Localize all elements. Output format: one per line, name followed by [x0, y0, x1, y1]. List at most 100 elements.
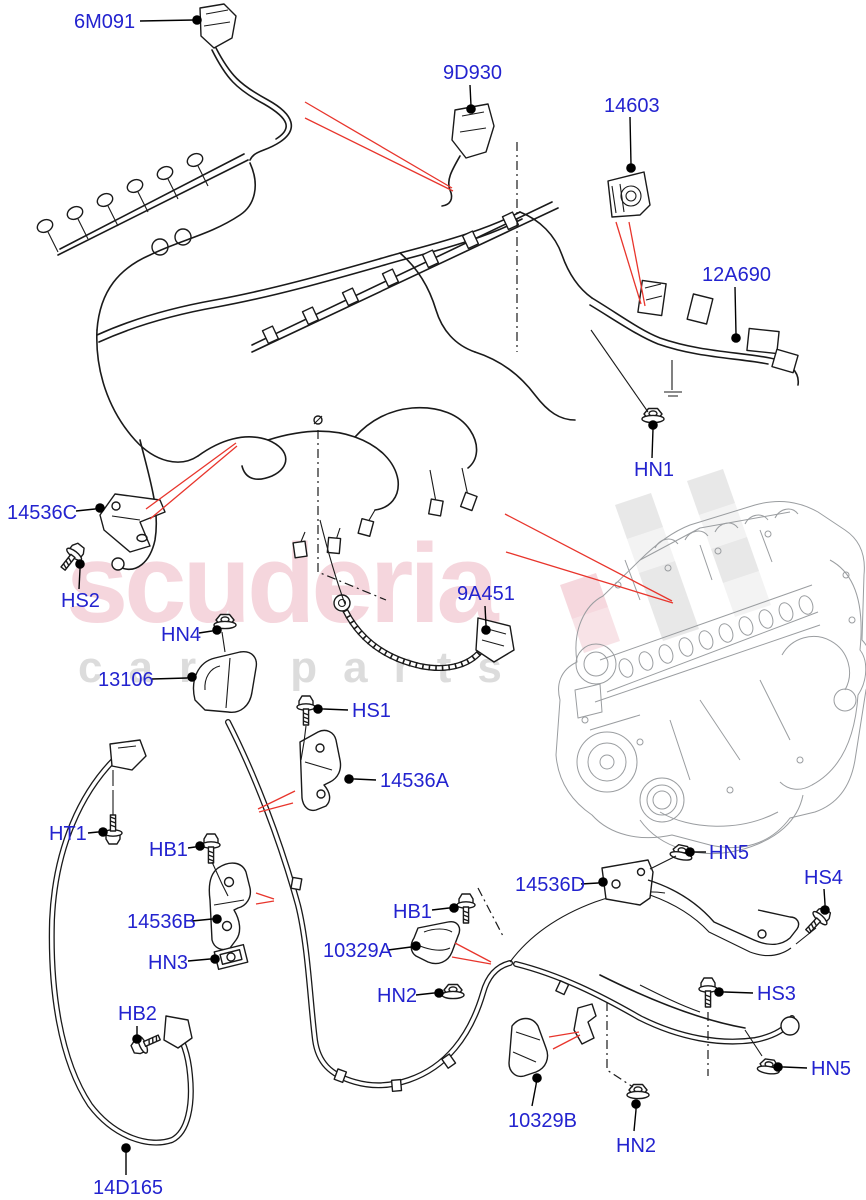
leader-line — [629, 116, 632, 165]
part-label-HN2-mid[interactable]: HN2 — [377, 985, 417, 1007]
leader-dot-HN4 — [212, 625, 222, 635]
hb2-clamp — [163, 1015, 193, 1049]
14536C-bracket — [99, 493, 166, 553]
part-label-14536C[interactable]: 14536C — [7, 502, 77, 524]
part-label-HS4[interactable]: HS4 — [804, 867, 843, 889]
part-label-HN4[interactable]: HN4 — [161, 624, 201, 646]
leader-line — [323, 708, 349, 711]
leader-dot-14D165 — [121, 1143, 131, 1153]
HB1-left-bolt — [201, 833, 221, 864]
watermark: scuderia car parts — [66, 469, 771, 692]
battery-cables-drawing — [48, 631, 800, 1146]
leader-line — [783, 1066, 808, 1069]
pointer-line — [628, 221, 646, 307]
leader-dot-14603 — [626, 163, 636, 173]
leader-dot-HS2 — [75, 559, 85, 569]
part-label-14603[interactable]: 14603 — [604, 95, 660, 117]
red-pointer-lines — [145, 101, 674, 1050]
part-label-HT1[interactable]: HT1 — [49, 823, 87, 845]
reference-dash-lines — [317, 142, 709, 1088]
pointer-line — [258, 802, 294, 813]
leader-line — [734, 286, 737, 335]
leader-line — [187, 958, 211, 962]
leader-dot-14536C — [95, 503, 105, 513]
leader-line — [75, 508, 96, 512]
leader-dot-12A690 — [731, 333, 741, 343]
part-label-HS3[interactable]: HS3 — [757, 983, 796, 1005]
part-label-9A451[interactable]: 9A451 — [457, 583, 515, 605]
pointer-line — [304, 101, 453, 189]
leader-dot-HN5-bottom — [773, 1062, 783, 1072]
pointer-line — [615, 221, 642, 305]
part-label-HN5-bottom[interactable]: HN5 — [811, 1058, 851, 1080]
leader-line — [198, 630, 213, 634]
part-label-14536D[interactable]: 14536D — [515, 874, 585, 896]
part-label-10329A[interactable]: 10329A — [323, 940, 393, 962]
leader-line — [633, 1109, 637, 1132]
leader-line — [823, 888, 826, 905]
leader-line — [139, 19, 195, 22]
part-label-HS1[interactable]: HS1 — [352, 700, 391, 722]
part-label-6M091[interactable]: 6M091 — [74, 11, 135, 33]
part-label-14D165[interactable]: 14D165 — [93, 1177, 163, 1199]
part-label-HB1-left[interactable]: HB1 — [149, 839, 188, 861]
6M091-connector — [199, 3, 237, 49]
9D930-connector — [441, 103, 495, 207]
leader-dot-HN2-mid — [434, 988, 444, 998]
part-label-HB2[interactable]: HB2 — [118, 1003, 157, 1025]
leader-dot-HN5-top — [685, 847, 695, 857]
leader-line — [651, 428, 654, 459]
part-label-14536B[interactable]: 14536B — [127, 911, 196, 933]
part-label-10329B[interactable]: 10329B — [508, 1110, 577, 1132]
HN2-mid-nut — [441, 983, 465, 1000]
leader-dot-HS4 — [820, 905, 830, 915]
leader-dot-14536D — [598, 877, 608, 887]
leader-dot-9A451 — [481, 625, 491, 635]
checkered-flag-watermark — [560, 469, 771, 653]
leader-dot-9D930 — [466, 104, 476, 114]
12A690-harness-drawing — [637, 279, 799, 397]
pointer-line — [257, 790, 296, 810]
part-label-HN2-bottom[interactable]: HN2 — [616, 1135, 656, 1157]
leader-line — [78, 568, 81, 590]
part-label-HN5-top[interactable]: HN5 — [709, 842, 749, 864]
leader-dot-10329A — [411, 941, 421, 951]
ground-cable-terminal — [109, 739, 147, 771]
part-label-14536A[interactable]: 14536A — [380, 770, 450, 792]
leader-line — [187, 846, 196, 849]
leader-dot-10329B — [532, 1073, 542, 1083]
pointer-line — [454, 942, 492, 963]
leader-line — [531, 1084, 537, 1107]
leader-line — [151, 677, 188, 680]
pointer-line — [304, 117, 454, 192]
14603-grommet — [607, 171, 651, 218]
leader-dot-14536A — [344, 774, 354, 784]
pointer-line — [255, 892, 275, 900]
pointer-line — [149, 445, 238, 520]
leader-dot-HB1-mid — [449, 903, 459, 913]
part-label-HN1[interactable]: HN1 — [634, 459, 674, 481]
leader-dot-HN2-bottom — [631, 1099, 641, 1109]
part-label-HN3[interactable]: HN3 — [148, 952, 188, 974]
part-label-13106[interactable]: 13106 — [98, 669, 154, 691]
part-label-12A690[interactable]: 12A690 — [702, 264, 771, 286]
small-stud — [313, 415, 323, 425]
part-label-9D930[interactable]: 9D930 — [443, 62, 502, 84]
pointer-line — [548, 1031, 580, 1038]
leader-line — [87, 831, 99, 834]
leader-dot-13106 — [187, 672, 197, 682]
HN2-bottom-nut — [626, 1083, 650, 1100]
leader-line — [191, 918, 213, 922]
cable-clip-bracket — [573, 1003, 597, 1045]
leader-dot-HS1 — [313, 704, 323, 714]
leader-dot-HB1-left — [195, 841, 205, 851]
part-label-HS2[interactable]: HS2 — [61, 590, 100, 612]
part-label-HB1-mid[interactable]: HB1 — [393, 901, 432, 923]
leader-line — [580, 882, 599, 885]
injector-connectors — [36, 152, 209, 256]
leader-dot-14536B — [212, 914, 222, 924]
pointer-line — [505, 551, 674, 604]
leader-dot-HB2 — [132, 1034, 142, 1044]
